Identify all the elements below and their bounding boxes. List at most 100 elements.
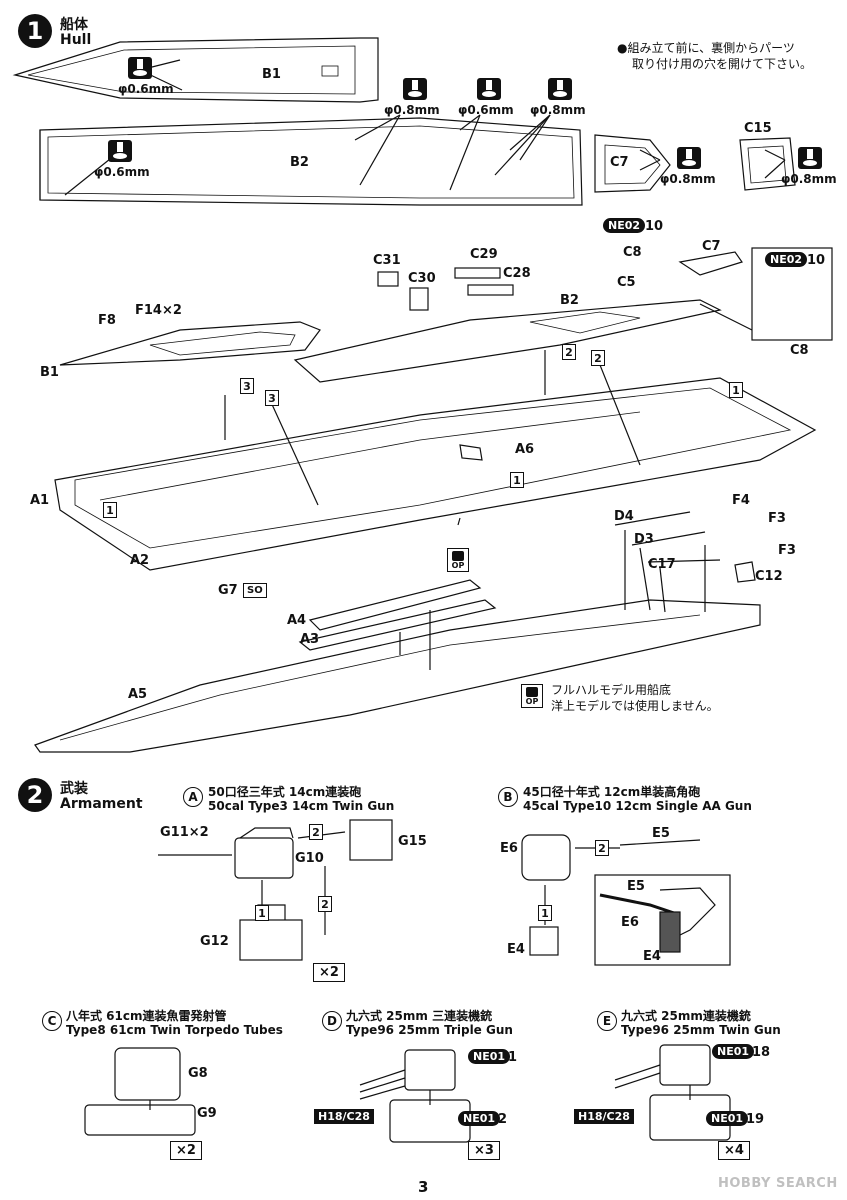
drill-icon — [128, 57, 152, 79]
inset-label-e5: E5 — [627, 879, 645, 894]
sub-a-jp: 50口径三年式 14cm連装砲 — [208, 785, 362, 799]
hole-size: φ0.8mm — [384, 103, 440, 117]
ne01-number: 2 — [498, 1112, 508, 1127]
step-box: 2 — [318, 896, 332, 912]
inset-label-e6: E6 — [621, 915, 639, 930]
label-f3: F3 — [778, 543, 796, 558]
label-g11x2: G11×2 — [160, 825, 209, 840]
hole-size: φ0.6mm — [118, 82, 174, 96]
sub-c-jp: 八年式 61cm連装魚雷発射管 — [66, 1009, 227, 1023]
hole-size: φ0.6mm — [94, 165, 150, 179]
label-f14x2: F14×2 — [135, 303, 182, 318]
ne01-badge: NE01 — [712, 1044, 755, 1059]
sub-a-mult: ×2 — [313, 963, 345, 982]
ne01-badge: NE01 — [468, 1049, 511, 1064]
label-a2: A2 — [130, 553, 150, 568]
step1-title-jp: 船体 — [60, 17, 88, 33]
torpedo-c — [114, 1047, 181, 1101]
op-note-line1: フルハルモデル用船底 — [551, 683, 672, 697]
label-b2: B2 — [290, 155, 309, 170]
label-b1-assembly: B1 — [40, 365, 59, 380]
drill-note-line1: ●組み立て前に、裏側からパーツ — [617, 41, 795, 55]
label-d4: D4 — [614, 509, 634, 524]
label-c17: C17 — [648, 557, 676, 572]
step1-circle: 1 — [18, 14, 52, 48]
drill-icon — [477, 78, 501, 100]
label-a1: A1 — [30, 493, 50, 508]
step2-title-jp: 武装 — [60, 781, 88, 797]
label-b1: B1 — [262, 67, 281, 82]
ne02-number: 10 — [645, 219, 664, 234]
ne01-number: 19 — [746, 1112, 765, 1127]
sub-c-en: Type8 61cm Twin Torpedo Tubes — [66, 1023, 283, 1037]
page-number: 3 — [418, 1178, 429, 1196]
step-box: 3 — [240, 378, 254, 394]
hull-a1-a2 — [54, 377, 817, 571]
drill-icon — [677, 147, 701, 169]
sub-d-jp: 九六式 25mm 三連装機銃 — [346, 1009, 493, 1023]
label-g8: G8 — [188, 1066, 208, 1081]
sub-d-en: Type96 25mm Triple Gun — [346, 1023, 513, 1037]
label-f8: F8 — [98, 313, 116, 328]
h18-c28-tag: H18/C28 — [574, 1109, 634, 1124]
assembly-b1 — [59, 321, 321, 366]
op-icon: OP — [521, 684, 543, 708]
sub-e-letter: E — [597, 1011, 617, 1031]
label-c30: C30 — [408, 271, 436, 286]
label-b2-assembly: B2 — [560, 293, 579, 308]
so-tag: SO — [243, 583, 267, 598]
sub-e-jp: 九六式 25mm連装機銃 — [621, 1009, 751, 1023]
step-box: 2 — [595, 840, 609, 856]
sub-c-mult: ×2 — [170, 1141, 202, 1160]
sub-d-letter: D — [322, 1011, 342, 1031]
hull-a5 — [34, 599, 761, 753]
step1-title-en: Hull — [60, 32, 92, 48]
sub-d-mult: ×3 — [468, 1141, 500, 1160]
drill-icon — [548, 78, 572, 100]
drill-icon — [108, 140, 132, 162]
part-b1-outline — [12, 37, 379, 103]
hole-size: φ0.8mm — [660, 172, 716, 186]
step-box: 1 — [538, 905, 552, 921]
label-c8-inset: C8 — [790, 343, 809, 358]
label-c12: C12 — [755, 569, 783, 584]
sub-a-en: 50cal Type3 14cm Twin Gun — [208, 799, 395, 813]
step-box: 3 — [265, 390, 279, 406]
step-box: 1 — [103, 502, 117, 518]
sub-b-jp: 45口径十年式 12cm単装高角砲 — [523, 785, 701, 799]
sub-c-letter: C — [42, 1011, 62, 1031]
assembly-b2 — [293, 299, 722, 383]
label-c7: C7 — [610, 155, 629, 170]
step2-circle: 2 — [18, 778, 52, 812]
drill-icon — [403, 78, 427, 100]
hole-size: φ0.6mm — [458, 103, 514, 117]
gun-a-turret — [234, 837, 294, 879]
sub-e-en: Type96 25mm Twin Gun — [621, 1023, 781, 1037]
label-g9: G9 — [197, 1106, 217, 1121]
label-c7: C7 — [702, 239, 721, 254]
label-c8: C8 — [623, 245, 642, 260]
ne01-number: 1 — [508, 1050, 518, 1065]
label-g10: G10 — [295, 851, 324, 866]
op-note-line2: 洋上モデルでは使用しません。 — [551, 699, 719, 713]
label-c31: C31 — [373, 253, 401, 268]
sub-a-letter: A — [183, 787, 203, 807]
label-a4: A4 — [287, 613, 307, 628]
step-box: 2 — [591, 350, 605, 366]
label-d3: D3 — [634, 532, 654, 547]
step-box: 2 — [309, 824, 323, 840]
ne01-number: 18 — [752, 1045, 771, 1060]
ne02-badge: NE02 — [765, 252, 808, 267]
label-e5: E5 — [652, 826, 670, 841]
label-a5: A5 — [128, 687, 148, 702]
inset-label-e4: E4 — [643, 949, 661, 964]
label-f3: F3 — [768, 511, 786, 526]
label-f4: F4 — [732, 493, 750, 508]
sub-e-mult: ×4 — [718, 1141, 750, 1160]
sub-b-en: 45cal Type10 12cm Single AA Gun — [523, 799, 752, 813]
gun-d — [404, 1049, 456, 1091]
part-c7-outline — [594, 134, 671, 193]
watermark: HOBBY SEARCH — [718, 1176, 838, 1191]
part-c15-outline — [739, 137, 796, 191]
